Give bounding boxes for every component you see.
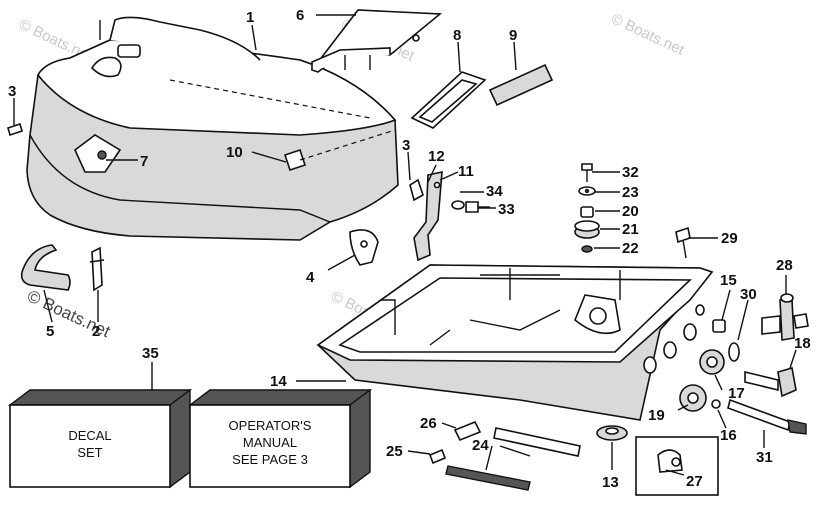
callout-35: 35 bbox=[142, 345, 159, 362]
callout-3-right: 3 bbox=[402, 137, 410, 154]
fuel-connector bbox=[761, 293, 809, 341]
manual-line3: SEE PAGE 3 bbox=[232, 452, 308, 467]
manual-line2: MANUAL bbox=[243, 435, 297, 450]
handle bbox=[20, 244, 71, 291]
callout-21: 21 bbox=[622, 221, 639, 238]
latch-assembly bbox=[409, 170, 443, 262]
callout-24: 24 bbox=[472, 437, 489, 454]
gasket-frame bbox=[410, 71, 487, 129]
callout-2: 2 bbox=[92, 323, 100, 340]
callout-1: 1 bbox=[246, 9, 254, 26]
callouts: 1 6 8 9 3 7 10 3 12 11 34 33 32 23 20 21… bbox=[8, 7, 811, 491]
bracket bbox=[89, 246, 105, 292]
callout-22: 22 bbox=[622, 240, 639, 257]
callout-18: 18 bbox=[794, 335, 811, 352]
callout-26: 26 bbox=[420, 415, 437, 432]
decal-line1: DECAL bbox=[68, 428, 111, 443]
callout-33: 33 bbox=[498, 201, 515, 218]
callout-30: 30 bbox=[740, 286, 757, 303]
screw-29 bbox=[675, 226, 691, 259]
screw-left bbox=[7, 122, 23, 137]
leader-lines bbox=[13, 14, 797, 476]
rear-cover-plate bbox=[310, 9, 443, 73]
clip-box bbox=[635, 436, 719, 496]
callout-7: 7 bbox=[140, 153, 148, 170]
callout-25: 25 bbox=[386, 443, 403, 460]
callout-31: 31 bbox=[756, 449, 773, 466]
rod-31 bbox=[727, 398, 807, 435]
watermark-top-right: © Boats.net bbox=[608, 10, 687, 59]
callout-9: 9 bbox=[509, 27, 517, 44]
callout-3-left: 3 bbox=[8, 83, 16, 100]
pin-15 bbox=[712, 319, 726, 333]
callout-8: 8 bbox=[453, 27, 461, 44]
callout-34: 34 bbox=[486, 183, 503, 200]
callout-13: 13 bbox=[602, 474, 619, 491]
callout-16: 16 bbox=[720, 427, 737, 444]
grommet-19 bbox=[679, 384, 707, 412]
grommet-13 bbox=[596, 425, 628, 441]
callout-20: 20 bbox=[622, 203, 639, 220]
callout-10: 10 bbox=[226, 144, 243, 161]
callout-6: 6 bbox=[296, 7, 304, 24]
rods-24-26 bbox=[428, 420, 581, 491]
decal-line2: SET bbox=[77, 445, 102, 460]
shift-lever-18 bbox=[744, 366, 797, 398]
washer-30 bbox=[728, 342, 740, 362]
callout-28: 28 bbox=[776, 257, 793, 274]
callout-15: 15 bbox=[720, 272, 737, 289]
callout-12: 12 bbox=[428, 148, 445, 165]
callout-11: 11 bbox=[458, 163, 474, 180]
callout-17: 17 bbox=[728, 385, 745, 402]
callout-19: 19 bbox=[648, 407, 665, 424]
callout-14: 14 bbox=[270, 373, 287, 390]
callout-27: 27 bbox=[686, 473, 703, 490]
upper-motor-cover bbox=[26, 16, 399, 241]
grommet-stack bbox=[574, 163, 600, 253]
small-bracket bbox=[349, 229, 379, 266]
callout-23: 23 bbox=[622, 184, 639, 201]
callout-4: 4 bbox=[306, 269, 315, 286]
lower-motor-cover bbox=[316, 264, 714, 421]
callout-29: 29 bbox=[721, 230, 738, 247]
manual-line1: OPERATOR'S bbox=[229, 418, 312, 433]
pin-16 bbox=[711, 399, 721, 409]
operators-manual-box: OPERATOR'S MANUAL SEE PAGE 3 bbox=[187, 388, 373, 489]
washer-screw bbox=[451, 200, 490, 213]
decal-strip bbox=[488, 63, 554, 107]
grommet-17 bbox=[699, 349, 725, 375]
callout-5: 5 bbox=[46, 323, 54, 340]
callout-32: 32 bbox=[622, 164, 639, 181]
decal-set-box: DECAL SET bbox=[7, 388, 193, 489]
